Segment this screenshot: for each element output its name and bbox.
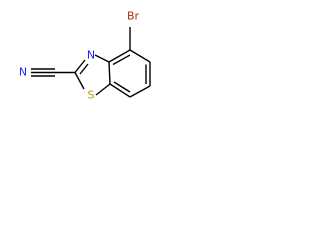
nitrile-nitrogen-label: N <box>19 66 27 79</box>
bond-c3a-c7a <box>108 61 111 85</box>
sulfur-label: S <box>88 89 95 102</box>
molecule-structure: N N S Br <box>19 10 151 102</box>
benzene-ring <box>108 49 151 98</box>
atom-labels: N N S Br <box>19 10 140 102</box>
ring-nitrogen-label: N <box>87 49 95 62</box>
bonds <box>31 27 151 98</box>
nitrile-triple-bond <box>31 68 55 77</box>
bond-s1-c7a <box>95 83 111 96</box>
bond-c2-s1 <box>74 72 85 90</box>
bond-c2-n3 <box>74 59 89 75</box>
bromine-label: Br <box>127 10 140 23</box>
bond-n3-c3a <box>94 54 110 63</box>
